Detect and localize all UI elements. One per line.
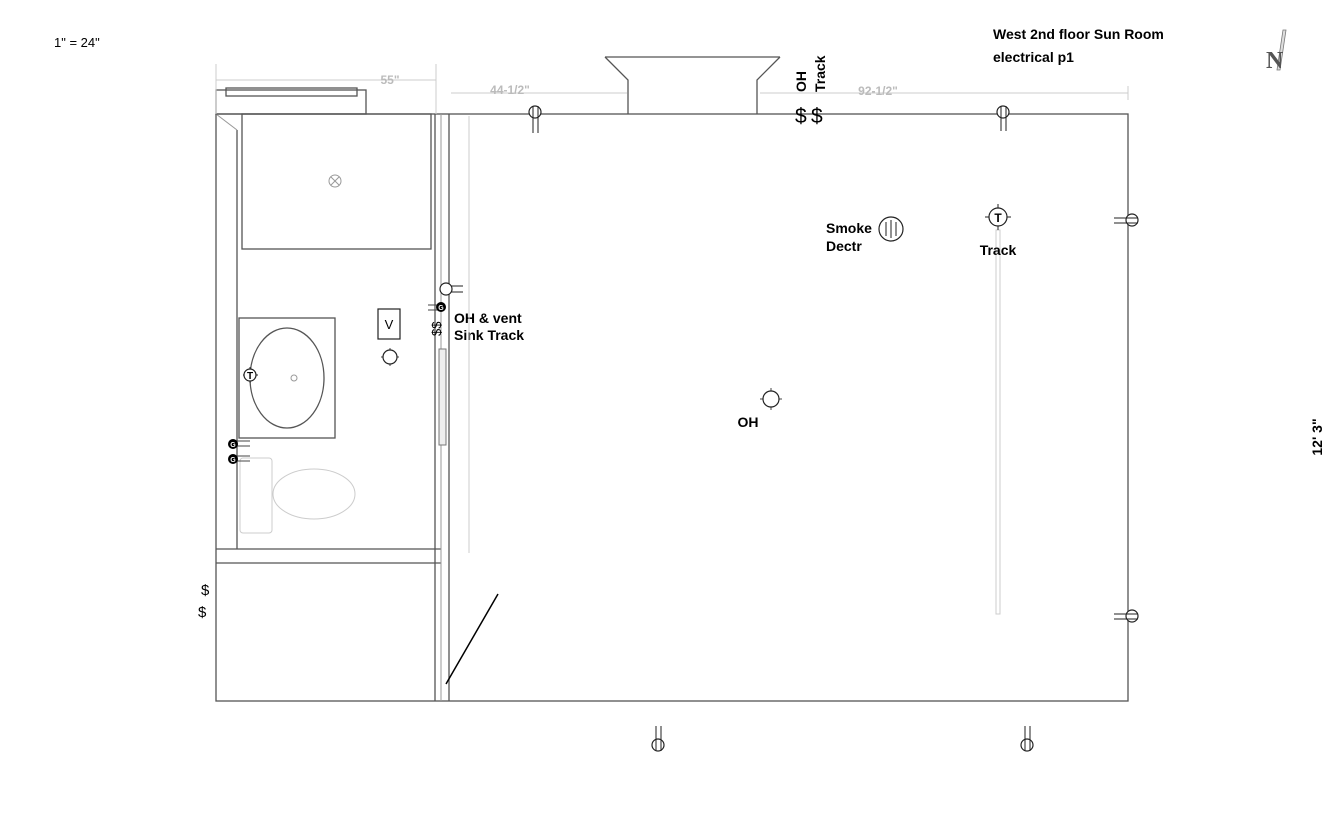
- wall-outlet-icon: [996, 105, 1010, 131]
- svg-text:T: T: [994, 211, 1002, 225]
- room-outline: [215, 113, 1129, 702]
- bath-switches: $$: [429, 321, 444, 336]
- toilet-bowl: [272, 468, 356, 520]
- bathroom-walls: [215, 113, 450, 701]
- sink-track-label: Sink Track: [454, 327, 524, 343]
- smoke-detector-icon: [878, 216, 904, 242]
- sink: [249, 327, 325, 429]
- track-light-rail: [995, 229, 1001, 615]
- shower: [241, 113, 432, 250]
- svg-text:G: G: [230, 457, 236, 464]
- switch-track: $: [811, 105, 823, 128]
- room-height-dim: 12' 3": [1309, 418, 1325, 455]
- sink-light-icon: [290, 374, 298, 382]
- oh-vent-label: OH & vent: [454, 310, 522, 326]
- sink-track-fixture-icon: T: [243, 367, 258, 383]
- gfci-outlet-icon: G: [228, 454, 250, 464]
- bay-window: [604, 56, 629, 114]
- svg-text:N: N: [1266, 48, 1284, 74]
- track-vertical-label: Track: [812, 55, 828, 92]
- north-arrow-icon: N: [1266, 29, 1287, 74]
- wall-outlet-icon: [528, 105, 542, 133]
- toilet-tank: [239, 457, 273, 534]
- oh-vertical-label: OH: [793, 71, 809, 92]
- switch-oh: $: [795, 105, 807, 128]
- wall-outlet-icon: [439, 282, 463, 296]
- ceiling-fan-light-icon: [328, 174, 342, 188]
- pocket-door: [438, 348, 447, 446]
- ceiling-light-icon: [760, 388, 782, 410]
- closet-switch: $: [198, 604, 207, 621]
- track-light-icon: T: [985, 204, 1011, 230]
- ceiling-light-icon: [381, 348, 399, 366]
- vanity: [238, 317, 336, 439]
- svg-text:G: G: [438, 305, 444, 312]
- vent-fan-icon: [377, 308, 401, 340]
- dim-92: 92-1/2": [858, 84, 898, 98]
- door-swing: [445, 593, 499, 685]
- window-sill: [225, 87, 358, 97]
- svg-text:G: G: [230, 442, 236, 449]
- wall-outlet-icon: [1114, 609, 1139, 623]
- dectr-label: Dectr: [826, 238, 862, 254]
- dim-44: 44-1/2": [490, 83, 530, 97]
- oh-label: OH: [738, 414, 759, 430]
- dim-55: 55": [380, 73, 399, 87]
- exterior-outlet-icon: [1020, 726, 1034, 752]
- svg-text:T: T: [247, 371, 253, 382]
- closet-switch: $: [201, 582, 210, 599]
- exterior-outlet-icon: [651, 726, 665, 752]
- track-label: Track: [980, 242, 1017, 258]
- title-line1: West 2nd floor Sun Room: [993, 26, 1164, 42]
- scale-label: 1" = 24": [54, 35, 100, 50]
- gfci-outlet-icon: G: [228, 439, 250, 449]
- wall-outlet-icon: [1114, 213, 1139, 227]
- vent-label: V: [385, 317, 394, 332]
- gfci-outlet-icon: G: [428, 302, 446, 312]
- bumpout: [215, 89, 367, 115]
- smoke-label: Smoke: [826, 220, 872, 236]
- title-line2: electrical p1: [993, 49, 1074, 65]
